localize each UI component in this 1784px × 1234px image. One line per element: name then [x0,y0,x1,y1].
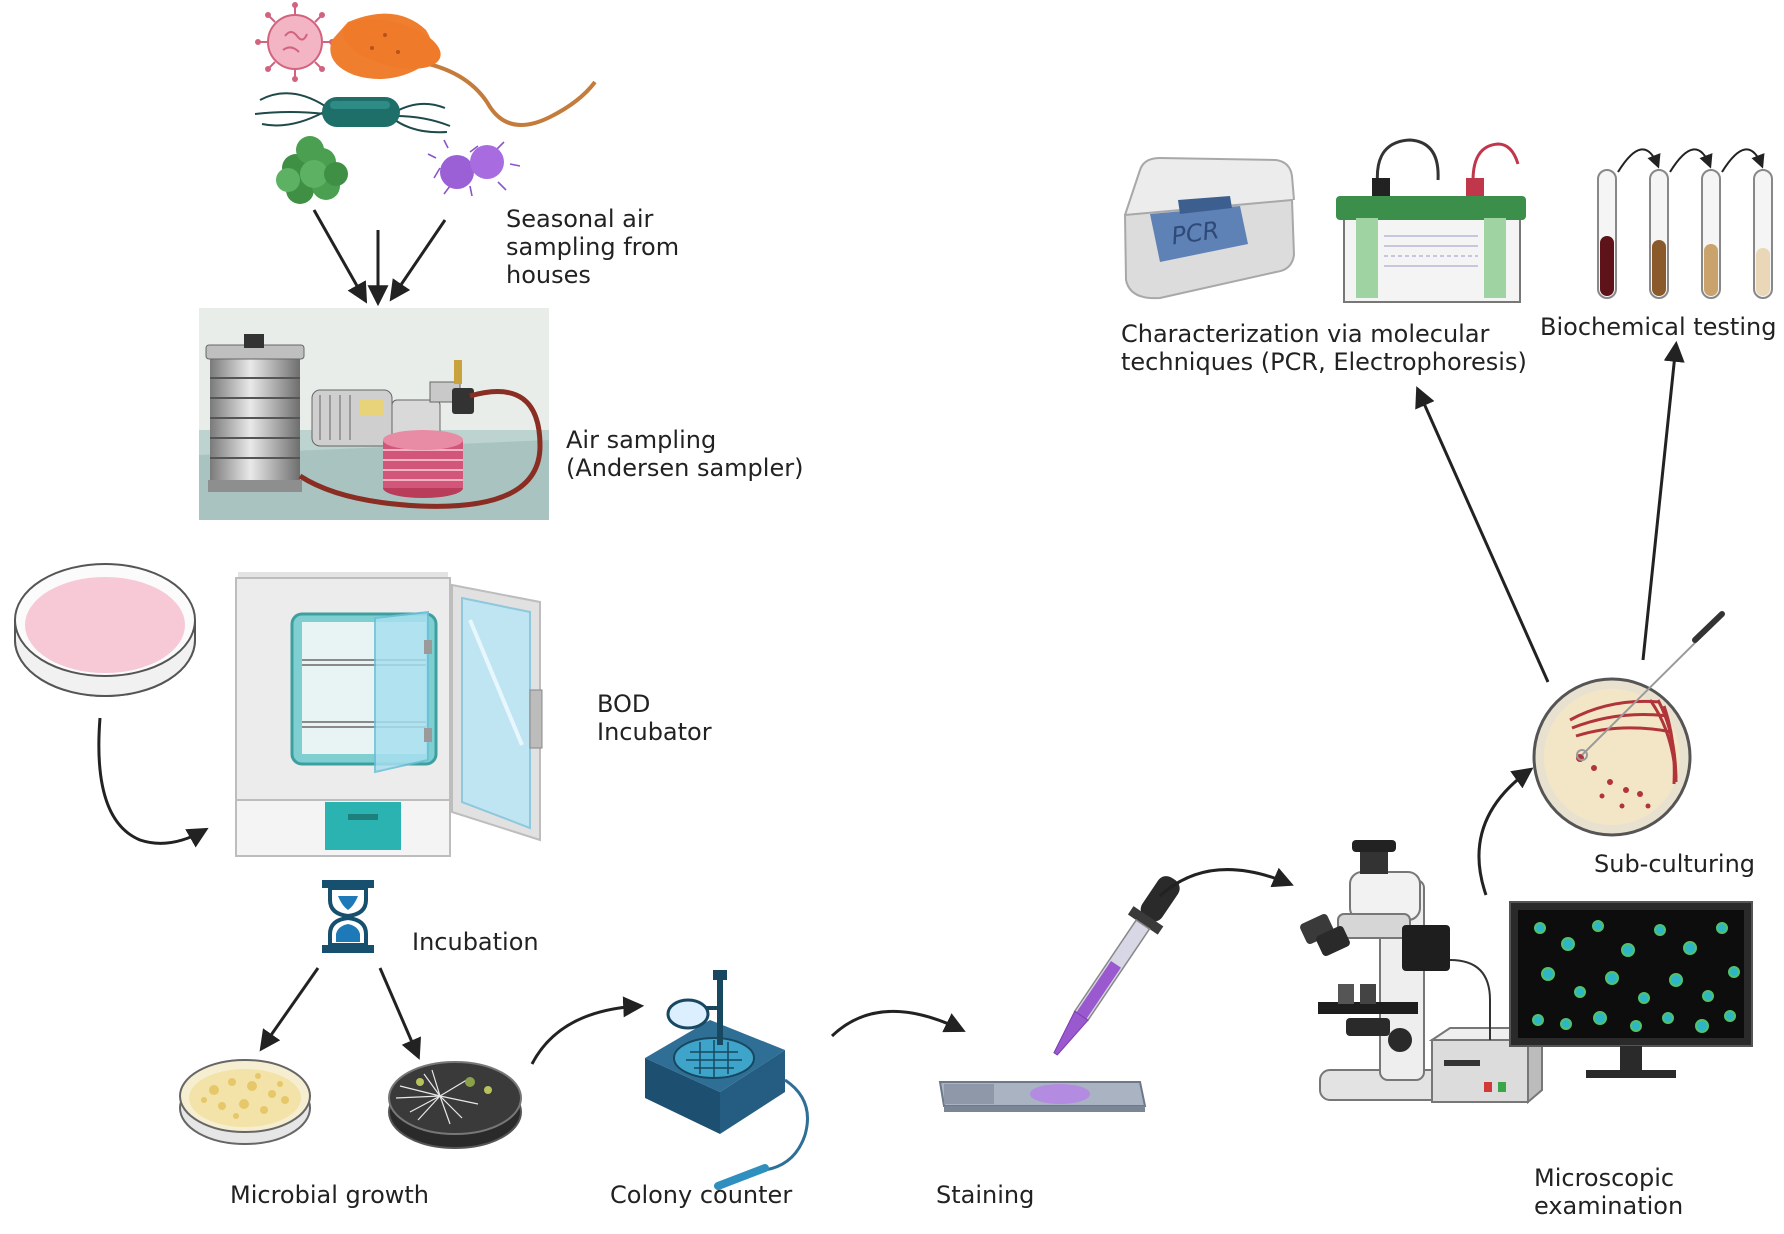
bacillus-icon [330,13,597,127]
virus-icon [255,2,335,82]
incubator-icon [235,572,543,857]
label-biochemical-testing: Biochemical testing [1540,313,1777,341]
label-bod-incubator: BOD Incubator [597,690,712,746]
microscope-icon [1300,840,1545,1105]
colony-counter-icon [645,970,809,1190]
dropper-slide-icon [938,876,1180,1112]
petri-dish-icon [14,563,196,697]
arrow-dish-to-incubator [97,717,209,848]
staphylococcus-icon [276,136,348,204]
monitor-icon [1509,901,1753,1078]
label-microbial-growth: Microbial growth [230,1181,430,1209]
label-air-sampling: Air sampling (Andersen sampler) [566,426,804,482]
fungal-plate-icon [388,1061,522,1149]
arrows-to-characterization [1415,340,1685,683]
pcr-machine-icon: PCR [1123,156,1296,300]
label-characterization: Characterization via molecular technique… [1121,320,1527,376]
andersen-sampler-photo [199,308,549,520]
flagellated-bacterium-icon [254,92,451,134]
streak-plate-icon [1532,611,1725,837]
label-staining: Staining [936,1181,1035,1209]
bacterial-plate-icon [179,1059,311,1145]
label-seasonal-sampling: Seasonal air sampling from houses [506,205,680,289]
arrows-microbes-to-sampler [312,209,447,307]
arrows-to-growth [259,967,421,1060]
label-incubation: Incubation [412,928,539,956]
pcr-screen-text: PCR [1170,216,1221,250]
arrow-to-subculturing [1477,767,1534,896]
label-microscopic-examination: Microscopic examination [1534,1164,1684,1220]
label-colony-counter: Colony counter [610,1181,793,1209]
arrow-to-staining [830,1009,966,1038]
hourglass-icon [322,880,374,953]
electrophoresis-icon [1336,138,1526,303]
arrow-to-microscope [1158,867,1294,898]
test-tubes-icon [1597,148,1773,299]
diplococcus-icon [427,139,521,197]
arrow-to-colony-counter [530,996,645,1065]
label-sub-culturing: Sub-culturing [1594,850,1756,878]
